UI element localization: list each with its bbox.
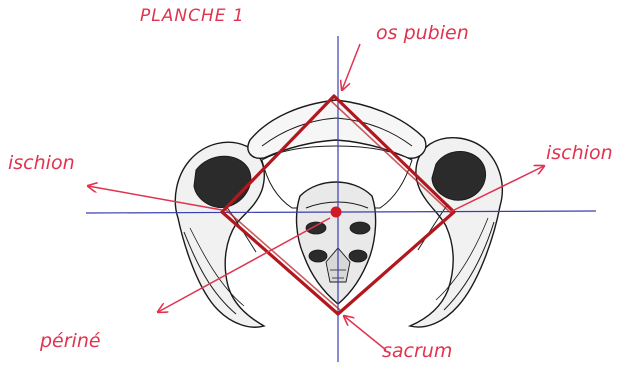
label-ischion-left: ischion — [8, 152, 75, 174]
arrow-sacrum — [344, 316, 386, 350]
label-pubis: os pubien — [376, 22, 469, 44]
arrow-pubis — [342, 44, 360, 90]
label-perineum: périné — [40, 330, 101, 352]
label-sacrum: sacrum — [382, 340, 452, 362]
plate-title: PLANCHE 1 — [140, 6, 245, 26]
sacrum-bone — [297, 182, 376, 304]
label-ischion-right: ischion — [546, 142, 613, 164]
center-point — [331, 207, 342, 218]
